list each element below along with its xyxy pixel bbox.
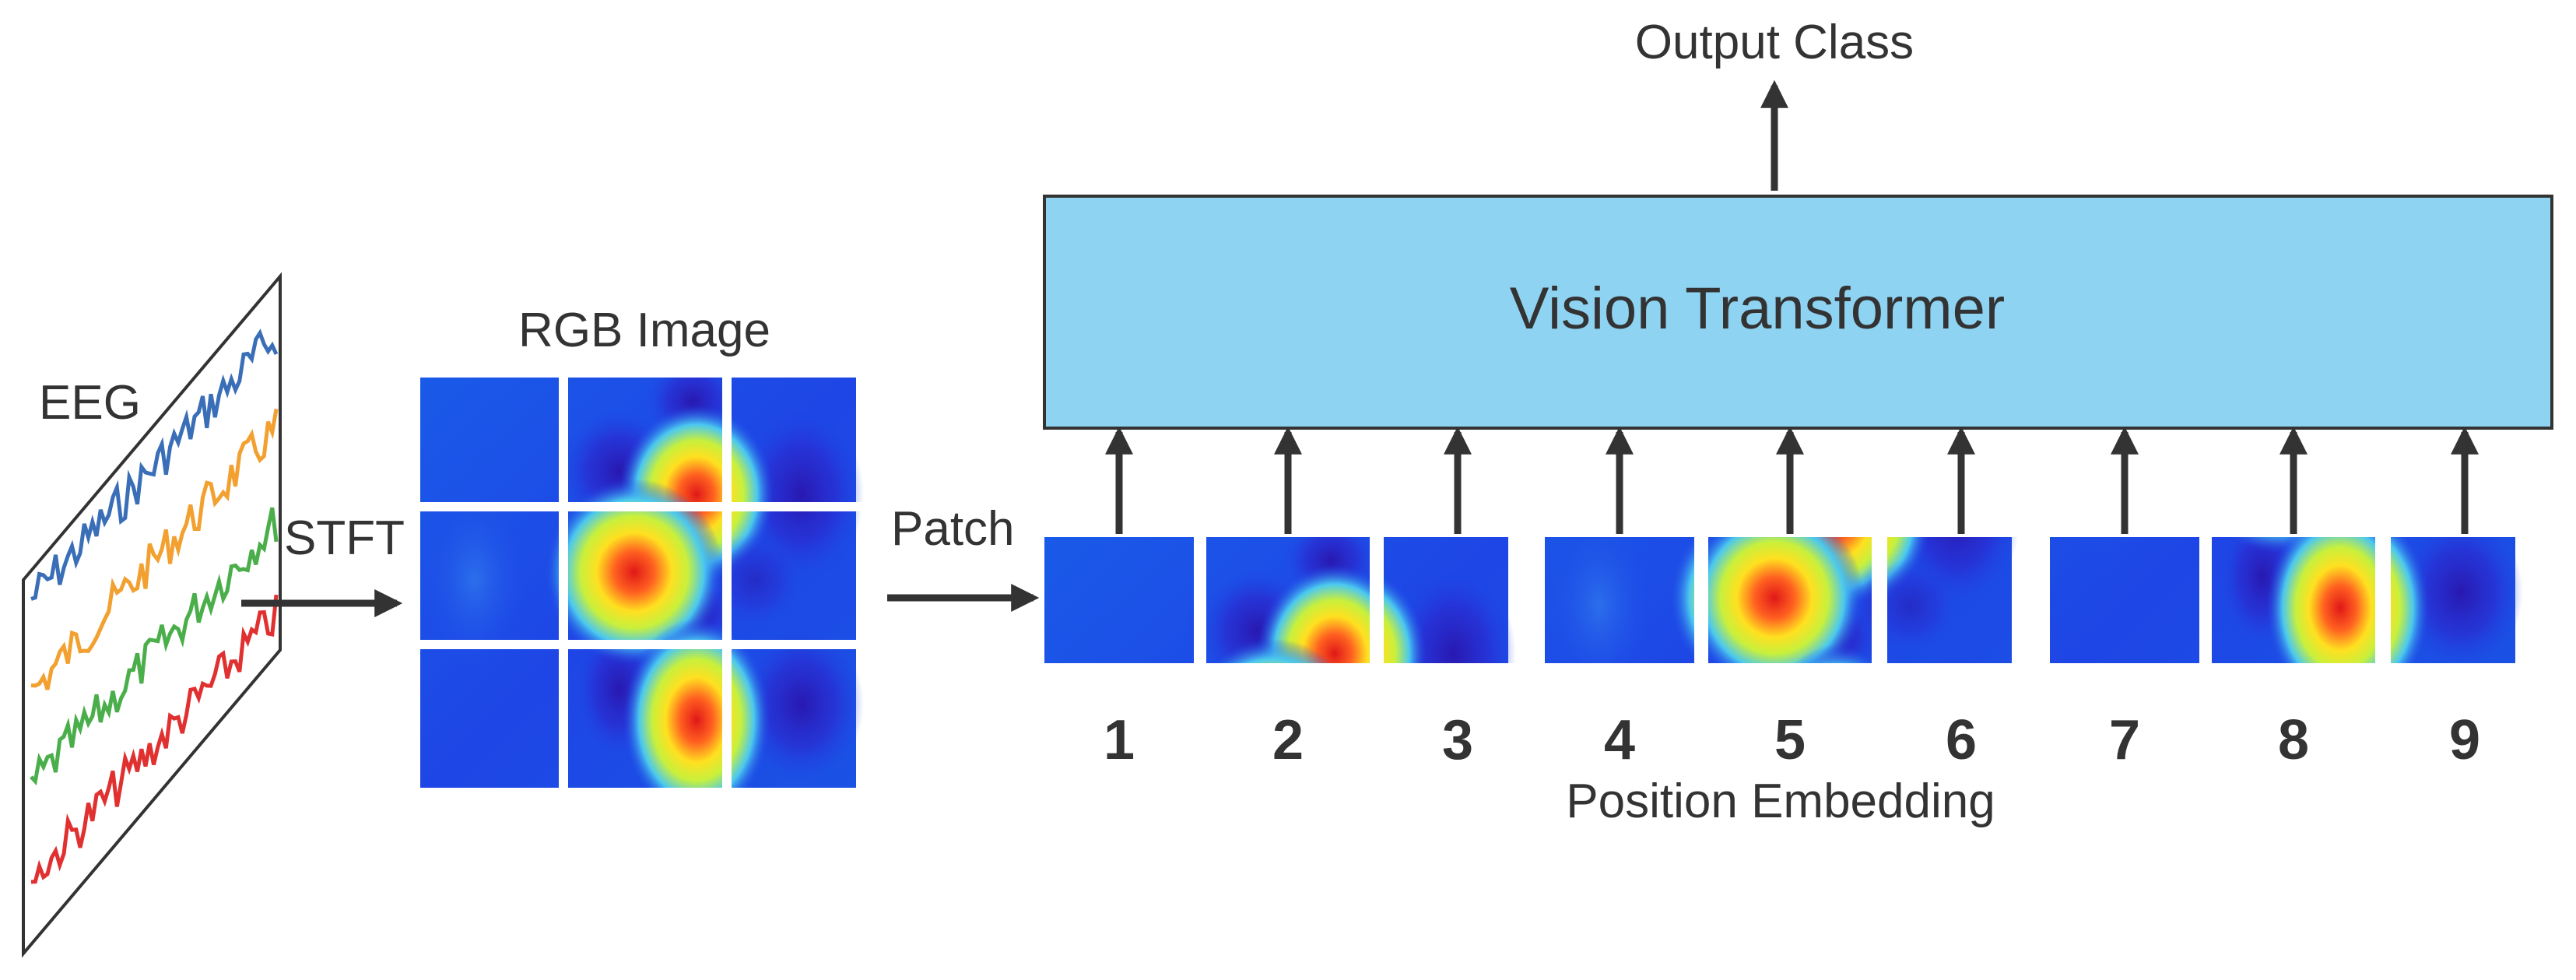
patch-token: 1	[1044, 426, 1194, 771]
stft-label: STFT	[284, 511, 405, 565]
vision-transformer-title: Vision Transformer	[1510, 276, 2005, 342]
patch-token: 3	[1384, 426, 1516, 771]
patch-number: 8	[2278, 709, 2309, 771]
patch-number: 9	[2449, 709, 2480, 771]
patch-number: 6	[1946, 709, 1977, 771]
vision-transformer: Vision Transformer	[1043, 195, 2553, 430]
eeg-traces	[30, 328, 279, 884]
patch-token: 2	[1206, 426, 1370, 771]
eeg-panel: EEG	[22, 272, 282, 958]
patch-number: 7	[2109, 709, 2140, 771]
patch-number: 4	[1604, 709, 1635, 771]
patch-sequence: 1 2 3 4 5 6 7 8 9	[1044, 426, 2523, 771]
rgb-image: RGB Image	[420, 304, 864, 788]
position-embedding-label: Position Embedding	[1566, 775, 1995, 828]
patch-token: 6	[1887, 426, 2020, 771]
rgb-image-title: RGB Image	[518, 304, 770, 357]
patch-token: 9	[2391, 426, 2523, 771]
patch-number: 3	[1442, 709, 1473, 771]
eeg-channel-trace	[30, 507, 279, 786]
patch-token: 4	[1545, 426, 1694, 771]
patch-label: Patch	[891, 502, 1015, 556]
eeg-channel-trace	[30, 328, 279, 601]
eeg-channel-trace	[30, 594, 279, 884]
patch-token: 5	[1708, 426, 1872, 771]
stft-arrow-group: STFT	[241, 511, 405, 617]
patch-number: 5	[1774, 709, 1806, 771]
eeg-channel-trace	[30, 408, 279, 690]
patch-number: 2	[1272, 709, 1304, 771]
patch-token: 8	[2212, 426, 2375, 771]
eeg-label: EEG	[39, 376, 141, 430]
patch-token: 7	[2050, 426, 2199, 771]
eeg-frame	[22, 272, 282, 958]
output-class-label: Output Class	[1635, 16, 1914, 69]
output-group: Output Class	[1635, 16, 1914, 191]
vision-transformer-box	[1043, 195, 2553, 430]
patch-number: 1	[1104, 709, 1135, 771]
patch-arrow-group: Patch	[887, 502, 1040, 612]
rgb-image-grid	[420, 378, 864, 788]
